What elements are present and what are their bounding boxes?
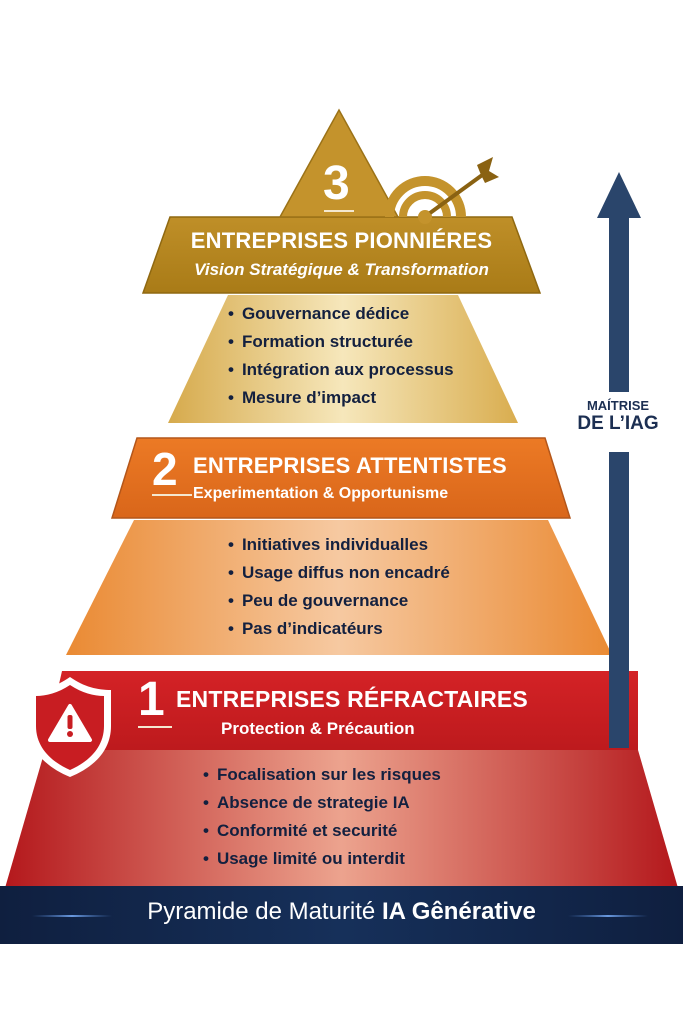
list-item: Absence de strategie IA [203,789,441,817]
level-3-subtitle: Vision Stratégique & Transformation [194,260,489,279]
list-item: Pas d’indicatéurs [228,615,450,643]
list-item: Conformité et securité [203,817,441,845]
list-item: Formation structurée [228,328,454,356]
level-3-number: 3 [323,157,350,210]
arrow-label: MAÍTRISE DE L’IAG [568,398,668,435]
diagram-title-prefix: Pyramide de Maturité [147,898,376,925]
arrow-up-icon [597,172,641,748]
level-3-list: Gouvernance dédice Formation structurée … [228,300,454,412]
list-item: Focalisation sur les risques [203,761,441,789]
level-1-list: Focalisation sur les risques Absence de … [203,761,441,873]
diagram-title-bold: IA Gênérative [381,898,536,925]
list-item: Mesure d’impact [228,384,454,412]
arrow-label-line1: MAÍTRISE [586,398,650,413]
level-3-number-underline [324,210,354,212]
list-item: Peu de gouvernance [228,587,450,615]
level-2-title: ENTREPRISES ATTENTISTES [193,453,507,478]
list-item: Intégration aux processus [228,356,454,384]
level-1-subtitle: Protection & Précaution [221,719,415,738]
shield-warning-icon [29,677,111,777]
list-item: Usage diffus non encadré [228,559,450,587]
level-2-list: Initiatives individualles Usage diffus n… [228,531,450,643]
level-2-subtitle: Experimentation & Opportunisme [193,485,449,502]
target-arrow-icon [385,157,499,224]
list-item: Gouvernance dédice [228,300,454,328]
level-3-title: ENTREPRISES PIONNIÉRES [190,228,493,253]
list-item: Usage limité ou interdit [203,845,441,873]
level-2-number: 2 [152,443,178,495]
level-2-number-underline [152,494,192,496]
level-1-number-underline [138,726,172,728]
list-item: Initiatives individualles [228,531,450,559]
level-1-number: 1 [138,673,165,726]
arrow-label-line2: DE L’IAG [577,413,659,434]
level-1-title: ENTREPRISES RÉFRACTAIRES [176,686,528,712]
diagram-title: Pyramide de Maturité IA Gênérative [0,898,683,926]
